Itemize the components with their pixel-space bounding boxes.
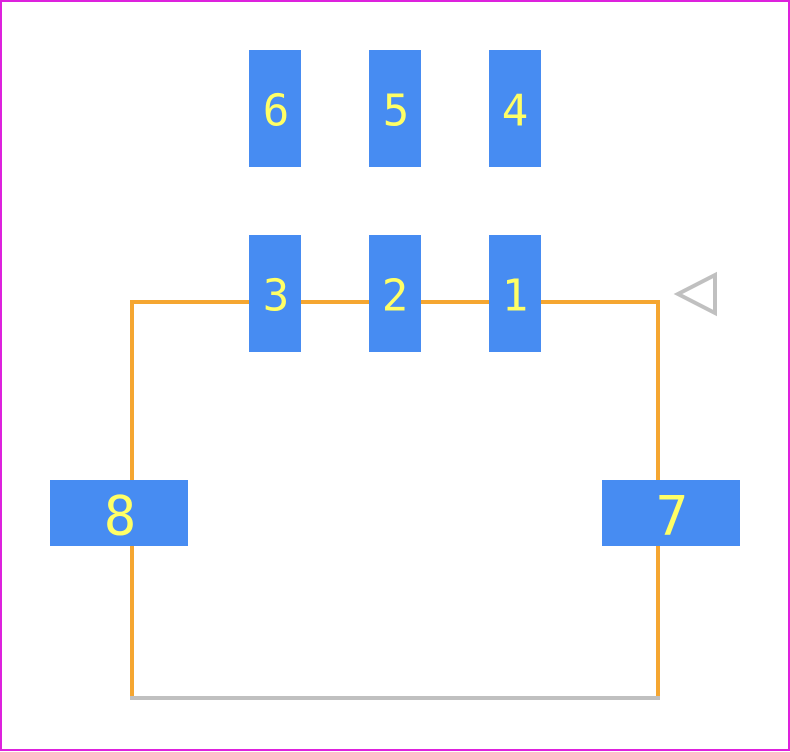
pad-1-label: 1 [502, 271, 529, 322]
pad-2[interactable]: 2 [369, 235, 421, 352]
pad-4-label: 4 [502, 86, 529, 137]
pad-7[interactable]: 7 [602, 480, 740, 548]
pad-2-label: 2 [382, 271, 409, 322]
pad-8[interactable]: 8 [50, 480, 188, 548]
pad-1[interactable]: 1 [489, 235, 541, 352]
pin1-triangle-icon [673, 271, 717, 317]
pad-6-label: 6 [263, 86, 290, 137]
pad-3[interactable]: 3 [249, 235, 301, 352]
pad-4[interactable]: 4 [489, 50, 541, 167]
pad-5[interactable]: 5 [369, 50, 421, 167]
pad-5-label: 5 [383, 86, 410, 137]
pad-8-label: 8 [104, 485, 137, 548]
pad-3-label: 3 [263, 271, 290, 322]
pad-7-label: 7 [656, 485, 689, 548]
pad-6[interactable]: 6 [249, 50, 301, 167]
